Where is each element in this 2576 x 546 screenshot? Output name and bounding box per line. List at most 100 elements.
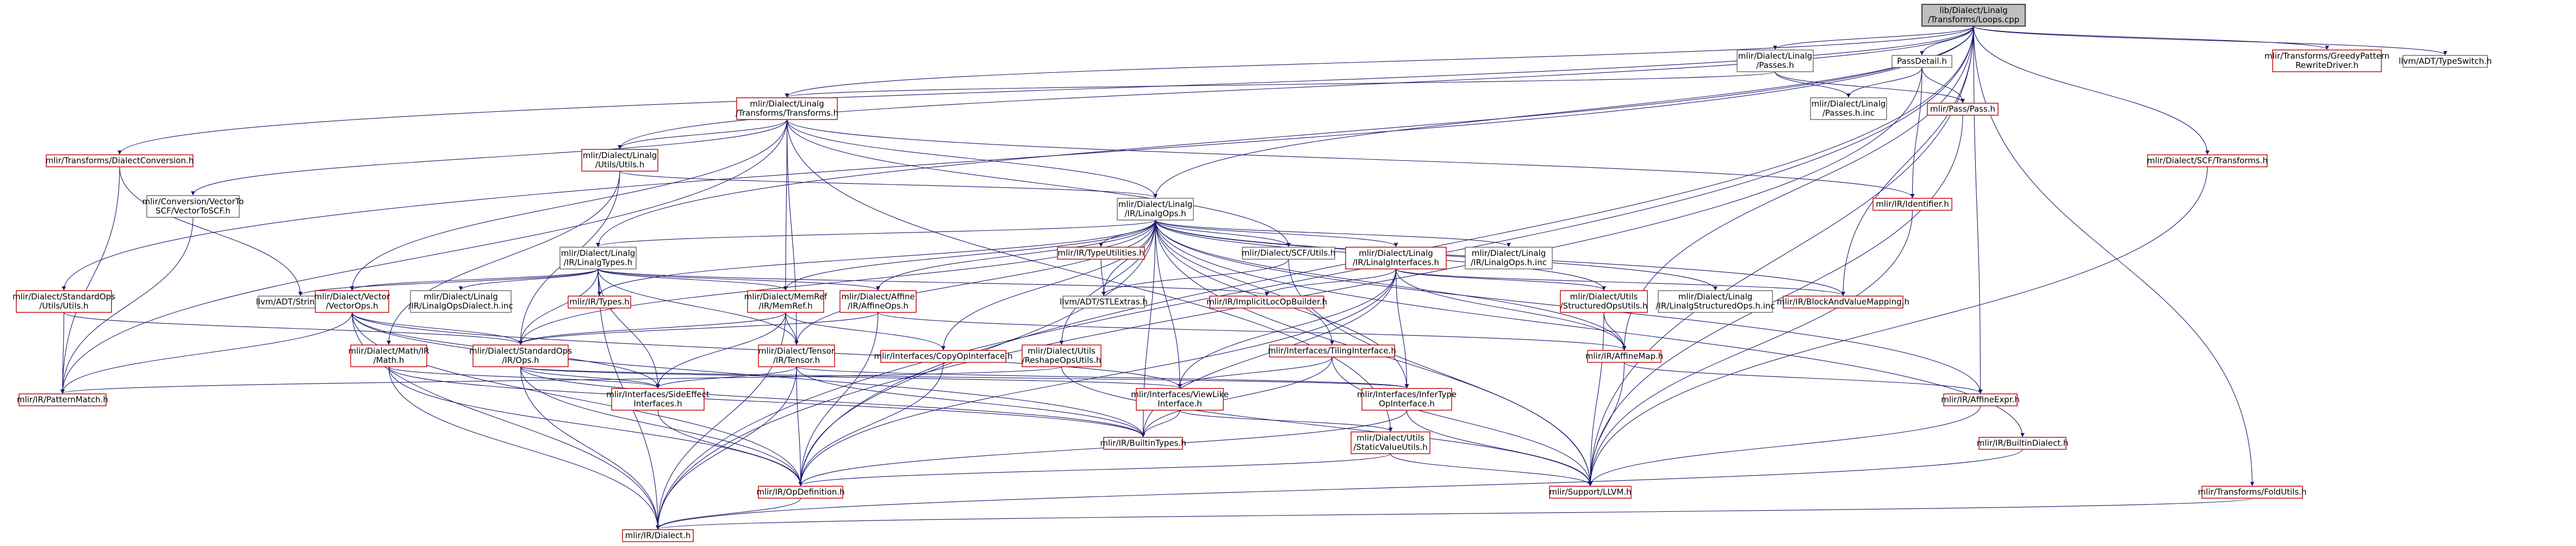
dependency-edge	[1921, 67, 1965, 103]
graph-node-scf-utils[interactable]: mlir/Dialect/SCF/Utils.h	[1242, 247, 1336, 260]
graph-node-dialect[interactable]: mlir/IR/Dialect.h	[622, 529, 694, 542]
graph-node-std-utils[interactable]: mlir/Dialect/StandardOps/Utils/Utils.h	[13, 290, 115, 313]
graph-node-copyop[interactable]: mlir/Interfaces/CopyOpInterface.h	[874, 350, 1013, 363]
graph-node-linalgops-inc[interactable]: mlir/Dialect/Linalg/IR/LinalgOps.h.inc	[1465, 247, 1553, 269]
graph-node-staticvalue[interactable]: mlir/Dialect/Utils/StaticValueUtils.h	[1351, 431, 1430, 454]
graph-node-implicitloc[interactable]: mlir/IR/ImplicitLocOpBuilder.h	[1206, 296, 1327, 309]
dependency-edge	[878, 312, 1627, 350]
graph-node-scf-transforms[interactable]: mlir/Dialect/SCF/Transforms.h	[2147, 154, 2268, 167]
node-label: mlir/Transforms/GreedyPattern	[2264, 51, 2390, 61]
node-box	[16, 290, 112, 313]
node-box	[1810, 97, 1887, 120]
graph-node-affinemap[interactable]: mlir/IR/AffineMap.h	[1585, 350, 1664, 363]
dependency-edge	[783, 219, 1156, 291]
node-label: mlir/Dialect/Linalg	[1359, 248, 1433, 258]
dependency-edge	[786, 119, 1393, 432]
graph-node-vectorops[interactable]: mlir/Dialect/Vector/VectorOps.h	[314, 290, 390, 313]
dependency-edge	[518, 268, 599, 345]
dependency-edge	[1390, 453, 1592, 486]
dependency-edge	[785, 26, 1974, 98]
graph-node-structuredops-inc[interactable]: mlir/Dialect/Linalg/IR/LinalgStructuredO…	[1656, 290, 1775, 313]
dependency-edge	[798, 312, 879, 486]
node-box	[568, 296, 631, 309]
dependency-edge	[783, 119, 788, 291]
graph-node-identifier[interactable]: mlir/IR/Identifier.h	[1872, 198, 1952, 211]
graph-node-patternmatch[interactable]: mlir/IR/PatternMatch.h	[17, 393, 108, 406]
node-box	[1103, 437, 1183, 450]
graph-node-linalg-utils[interactable]: mlir/Dialect/Linalg/Utils/Utils.h	[581, 149, 658, 172]
graph-node-tensor[interactable]: mlir/Dialect/Tensor/IR/Tensor.h	[758, 344, 835, 367]
dependency-edge	[596, 219, 1156, 247]
graph-node-stlextras[interactable]: llvm/ADT/STLExtras.h	[1060, 296, 1148, 309]
node-label: mlir/IR/ImplicitLocOpBuilder.h	[1206, 297, 1327, 307]
graph-node-llvm[interactable]: mlir/Support/LLVM.h	[1549, 486, 1632, 499]
graph-node-linalgops[interactable]: mlir/Dialect/Linalg/IR/LinalgOps.h	[1117, 198, 1194, 221]
graph-node-linalg-passes-inc[interactable]: mlir/Dialect/Linalg/Passes.h.inc	[1810, 97, 1887, 120]
graph-node-opdefinition[interactable]: mlir/IR/OpDefinition.h	[756, 486, 845, 499]
dependency-edge	[350, 268, 599, 291]
node-box	[1351, 431, 1430, 454]
graph-node-typeutilities[interactable]: mlir/IR/TypeUtilities.h	[1057, 247, 1145, 260]
dependency-edge	[656, 498, 801, 530]
node-box	[1560, 290, 1648, 313]
graph-node-pass[interactable]: mlir/Pass/Pass.h	[1927, 103, 1999, 116]
graph-node-passdetail[interactable]: PassDetail.h	[1891, 55, 1952, 68]
dependency-edge	[785, 71, 1776, 98]
dependency-edge	[656, 498, 2253, 530]
graph-node-tiling[interactable]: mlir/Interfaces/TilingInterface.h	[1268, 344, 1396, 357]
graph-node-affineops[interactable]: mlir/Dialect/Affine/IR/AffineOps.h	[839, 290, 917, 313]
graph-node-reshapeops[interactable]: mlir/Dialect/Utils/ReshapeOpsUtils.h	[1022, 344, 1102, 367]
graph-node-linalgopsdialect[interactable]: mlir/Dialect/Linalg/IR/LinalgOpsDialect.…	[408, 290, 513, 313]
node-box	[622, 529, 694, 542]
node-box	[1057, 247, 1145, 260]
graph-node-foldutils[interactable]: mlir/Transforms/FoldUtils.h	[2198, 486, 2307, 499]
dependency-edge	[785, 312, 799, 345]
node-label: mlir/IR/AffineMap.h	[1585, 352, 1664, 361]
dependency-edge	[60, 217, 194, 394]
node-box	[1783, 296, 1903, 309]
dependency-edge	[1395, 268, 1606, 291]
graph-node-linalg-passes[interactable]: mlir/Dialect/Linalg/Passes.h	[1737, 49, 1814, 72]
dependency-edge	[796, 366, 1409, 388]
graph-node-stdops[interactable]: mlir/Dialect/StandardOps/IR/Ops.h	[469, 344, 572, 367]
graph-node-affineexpr[interactable]: mlir/IR/AffineExpr.h	[1941, 393, 2020, 406]
dependency-edge	[60, 312, 65, 394]
dependency-edge	[798, 362, 944, 486]
dependency-edge	[1588, 210, 1913, 486]
node-box	[1345, 247, 1447, 269]
graph-node-typeswitch[interactable]: llvm/ADT/TypeSwitch.h	[2399, 55, 2492, 68]
graph-node-builtindialect[interactable]: mlir/IR/BuiltinDialect.h	[1977, 437, 2068, 450]
dependency-edge	[656, 366, 797, 530]
graph-node-blockandvalue[interactable]: mlir/IR/BlockAndValueMapping.h	[1777, 296, 1909, 309]
node-label: mlir/IR/AffineExpr.h	[1941, 395, 2020, 405]
dependency-edge	[619, 171, 1158, 198]
node-label: /Passes.h	[1756, 60, 1794, 70]
node-box	[1022, 344, 1102, 367]
graph-node-linalginterfaces[interactable]: mlir/Dialect/Linalg/IR/LinalgInterfaces.…	[1345, 247, 1447, 269]
graph-node-greedy[interactable]: mlir/Transforms/GreedyPatternRewriteDriv…	[2264, 49, 2390, 72]
dependency-edge	[596, 26, 1974, 247]
node-label: mlir/Dialect/Linalg	[1472, 248, 1546, 258]
dependency-edge	[618, 119, 788, 149]
node-box	[1242, 247, 1335, 260]
graph-node-vector-to-scf[interactable]: mlir/Conversion/VectorToSCF/VectorToSCF.…	[142, 195, 244, 218]
graph-node-linalgtypes[interactable]: mlir/Dialect/Linalg/IR/LinalgTypes.h	[559, 247, 637, 269]
dependency-edge	[618, 26, 1974, 149]
graph-node-conversion[interactable]: mlir/Transforms/DialectConversion.h	[46, 154, 194, 167]
node-label: mlir/Dialect/MemRef	[744, 292, 827, 302]
graph-node-ir-types[interactable]: mlir/IR/Types.h	[568, 296, 631, 309]
node-label: mlir/Dialect/Math/IR	[348, 346, 429, 356]
graph-node-transforms[interactable]: mlir/Dialect/Linalg/Transforms/Transform…	[736, 97, 838, 120]
graph-node-mathops[interactable]: mlir/Dialect/Math/IR/Math.h	[348, 344, 430, 367]
node-label: mlir/Dialect/Linalg	[1738, 51, 1813, 61]
node-label: mlir/Dialect/Utils	[1570, 292, 1638, 302]
graph-node-memref[interactable]: mlir/Dialect/MemRef/IR/MemRef.h	[744, 290, 827, 313]
graph-node-builtintypes[interactable]: mlir/IR/BuiltinTypes.h	[1100, 437, 1186, 450]
dependency-edge	[1841, 26, 1974, 296]
node-label: /IR/LinalgInterfaces.h	[1353, 258, 1439, 267]
graph-node-structuredops[interactable]: mlir/Dialect/Utils/StructuredOpsUtils.h	[1560, 290, 1648, 313]
dependency-edge	[1265, 268, 1397, 296]
